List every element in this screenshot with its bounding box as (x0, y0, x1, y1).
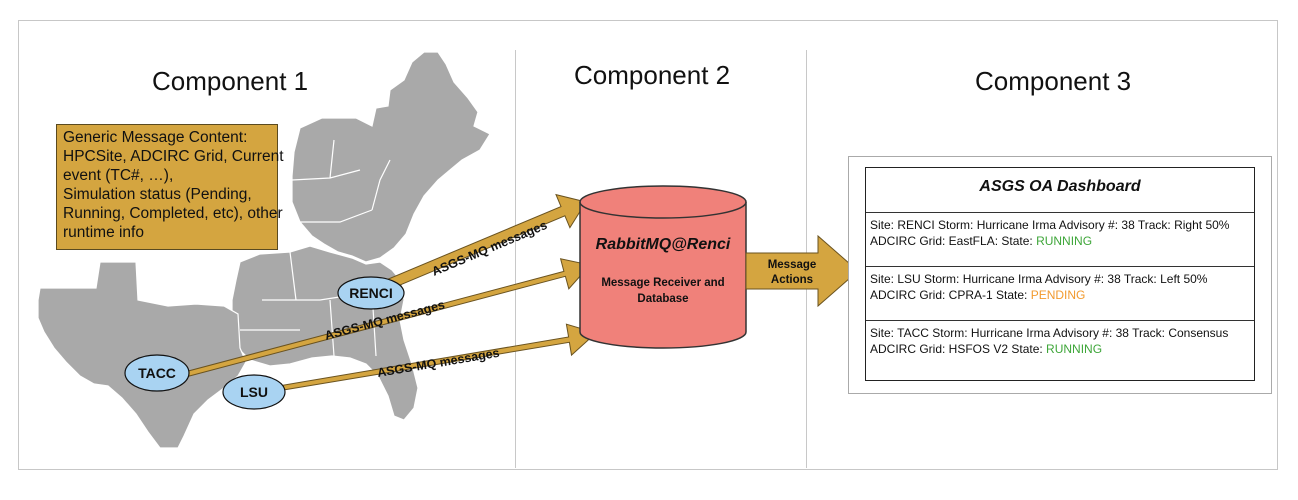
dashboard-row-tacc: Site: TACC Storm: Hurricane Irma Advisor… (866, 320, 1254, 380)
dashboard-table: ASGS OA Dashboard Site: RENCI Storm: Hur… (865, 167, 1255, 381)
row-line2: ADCIRC Grid: CPRA-1 State: PENDING (870, 287, 1250, 303)
site-renci-label: RENCI (349, 285, 393, 301)
arrow-label-renci: ASGS-MQ messages (430, 218, 549, 279)
component-2-title: Component 2 (574, 60, 731, 90)
database-title: RabbitMQ@Renci (596, 236, 731, 253)
generic-message-content-box: Generic Message Content: HPCSite, ADCIRC… (56, 124, 284, 250)
row-line1: Site: LSU Storm: Hurricane Irma Advisory… (870, 272, 1208, 286)
arrow-tacc (185, 258, 591, 377)
message-line: Simulation status (Pending, (63, 186, 252, 203)
row-grid: ADCIRC Grid: EastFLA: State: (870, 234, 1037, 248)
arrow-renci (385, 193, 587, 290)
message-line: HPCSite, ADCIRC Grid, Current (63, 148, 284, 165)
dashboard-title: ASGS OA Dashboard (979, 178, 1141, 195)
message-actions-line2: Actions (771, 274, 813, 286)
message-line: Running, Completed, etc), other (63, 205, 283, 222)
status-running: RUNNING (1036, 234, 1093, 248)
message-line: event (TC#, …), (63, 167, 174, 184)
status-running: RUNNING (1046, 342, 1103, 356)
site-renci: RENCI (337, 276, 405, 310)
message-actions-line1: Message (768, 259, 817, 271)
database-desc-line2: Database (637, 293, 688, 305)
column-divider-1 (515, 50, 516, 468)
dashboard-row-lsu: Site: LSU Storm: Hurricane Irma Advisory… (866, 266, 1254, 320)
message-line: Generic Message Content: (63, 129, 248, 146)
row-line2: ADCIRC Grid: EastFLA: State: RUNNING (870, 233, 1250, 249)
row-line1: Site: RENCI Storm: Hurricane Irma Adviso… (870, 218, 1230, 232)
site-lsu-label: LSU (240, 384, 268, 400)
row-grid: ADCIRC Grid: HSFOS V2 State: (870, 342, 1047, 356)
component-1-title: Component 1 (152, 66, 309, 96)
dashboard-row-renci: Site: RENCI Storm: Hurricane Irma Adviso… (866, 212, 1254, 266)
database-desc-line1: Message Receiver and (601, 277, 724, 289)
site-tacc-label: TACC (138, 365, 176, 381)
component-3-title: Component 3 (975, 66, 1132, 96)
message-actions-arrow: Message Actions (745, 234, 859, 308)
status-pending: PENDING (1030, 288, 1086, 302)
database-cylinder: RabbitMQ@Renci Message Receiver and Data… (579, 185, 747, 349)
message-line: runtime info (63, 224, 144, 241)
asgs-arrows (185, 193, 597, 391)
site-lsu: LSU (222, 374, 286, 410)
row-grid: ADCIRC Grid: CPRA-1 State: (870, 288, 1031, 302)
site-tacc: TACC (124, 354, 190, 392)
row-line1: Site: TACC Storm: Hurricane Irma Advisor… (870, 326, 1229, 340)
dashboard-panel: ASGS OA Dashboard Site: RENCI Storm: Hur… (848, 156, 1272, 394)
row-line2: ADCIRC Grid: HSFOS V2 State: RUNNING (870, 341, 1250, 357)
